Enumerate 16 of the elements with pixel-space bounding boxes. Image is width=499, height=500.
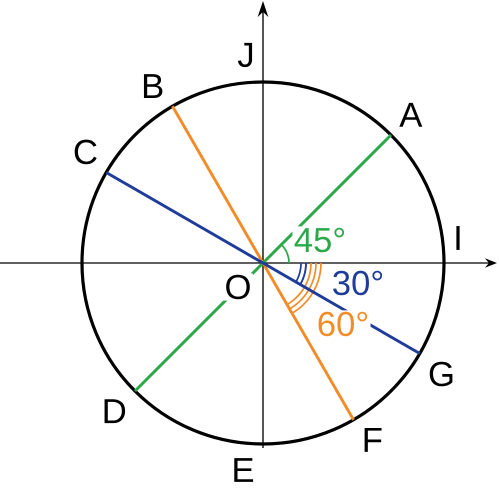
angle-label: 45° — [292, 226, 348, 254]
point-label: A — [399, 102, 422, 127]
line-segment — [171, 106, 355, 420]
angle-label: 30° — [330, 269, 386, 297]
point-label: D — [104, 399, 126, 424]
point-label: C — [74, 140, 97, 164]
point-label: J — [236, 42, 256, 68]
point-label: E — [230, 456, 256, 484]
line-segment — [134, 134, 392, 392]
point-label: O — [223, 273, 253, 301]
angle-label: 60° — [315, 310, 371, 338]
point-label: B — [144, 74, 162, 98]
point-label: F — [364, 428, 382, 452]
point-label: G — [430, 362, 452, 386]
point-label: I — [452, 224, 464, 252]
line-segment — [106, 171, 420, 355]
